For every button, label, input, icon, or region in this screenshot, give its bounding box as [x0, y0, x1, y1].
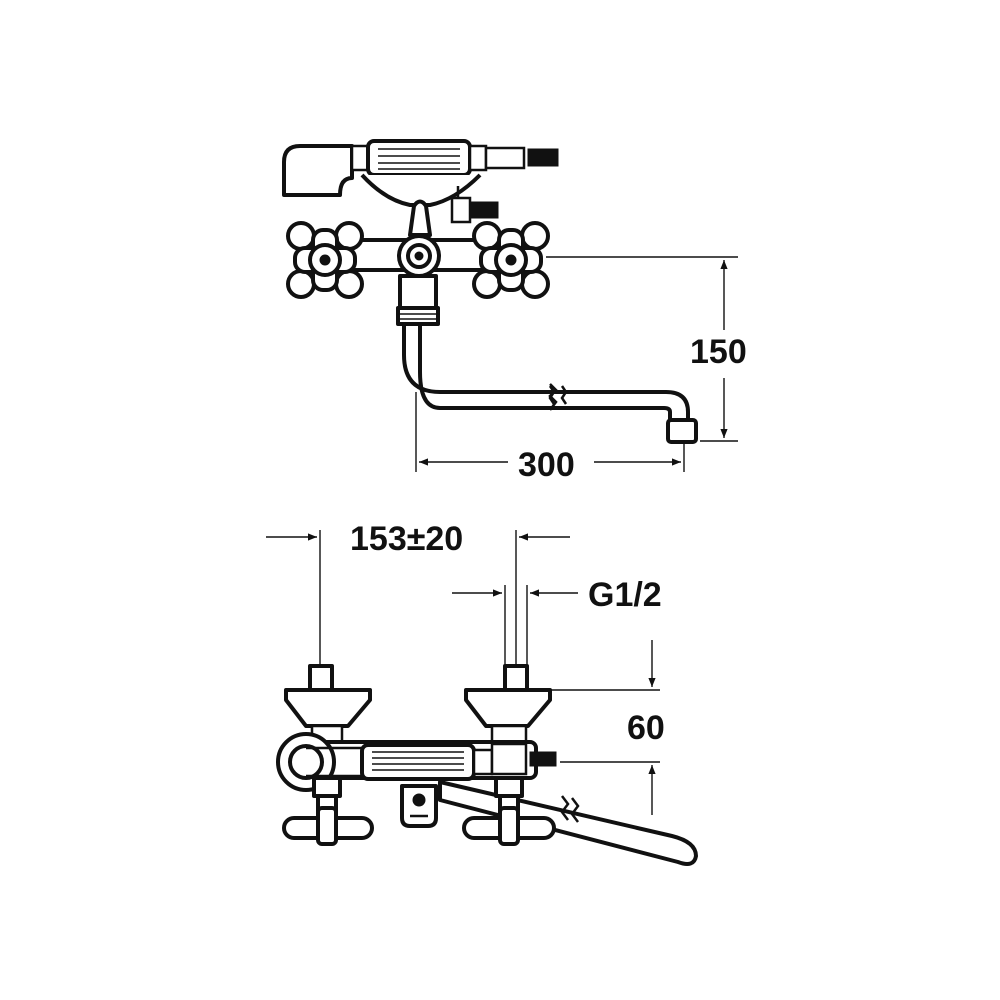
wall-offset-label: 60: [627, 709, 665, 747]
thread-size-label: G1/2: [588, 576, 662, 614]
diverter-top-icon: [400, 784, 438, 828]
right-inlet-icon: [464, 664, 552, 744]
spout-height-dimension: [546, 256, 738, 442]
cold-handle-top-icon: [282, 776, 374, 846]
front-view: 150 300: [282, 139, 747, 484]
spout-height-label: 150: [690, 333, 747, 371]
shower-head-icon: [282, 144, 354, 197]
wall-offset-dimension: [540, 640, 660, 815]
top-view: 153±20 G1/2 60: [266, 520, 698, 866]
hot-handle-icon: [472, 221, 550, 299]
hand-shower-icon: [350, 139, 559, 177]
hose-connector-icon: [450, 186, 499, 224]
hot-handle-top-icon: [462, 776, 556, 846]
hand-shower-top-icon: [360, 743, 494, 781]
spout-reach-dimension: [415, 392, 685, 472]
spout-reach-label: 300: [518, 446, 575, 484]
diverter-knob-icon: [397, 234, 441, 278]
cold-handle-icon: [286, 221, 364, 299]
spout-pipe: [402, 322, 698, 444]
thread-size-dimension: [452, 585, 578, 666]
diverter-lever-icon: [408, 199, 432, 237]
inlet-spacing-label: 153±20: [350, 520, 463, 558]
left-inlet-icon: [284, 664, 372, 744]
spout-nut-icon: [396, 274, 440, 326]
hose-connector-top-icon: [490, 742, 557, 776]
inlet-spacing-dimension: [266, 530, 570, 666]
